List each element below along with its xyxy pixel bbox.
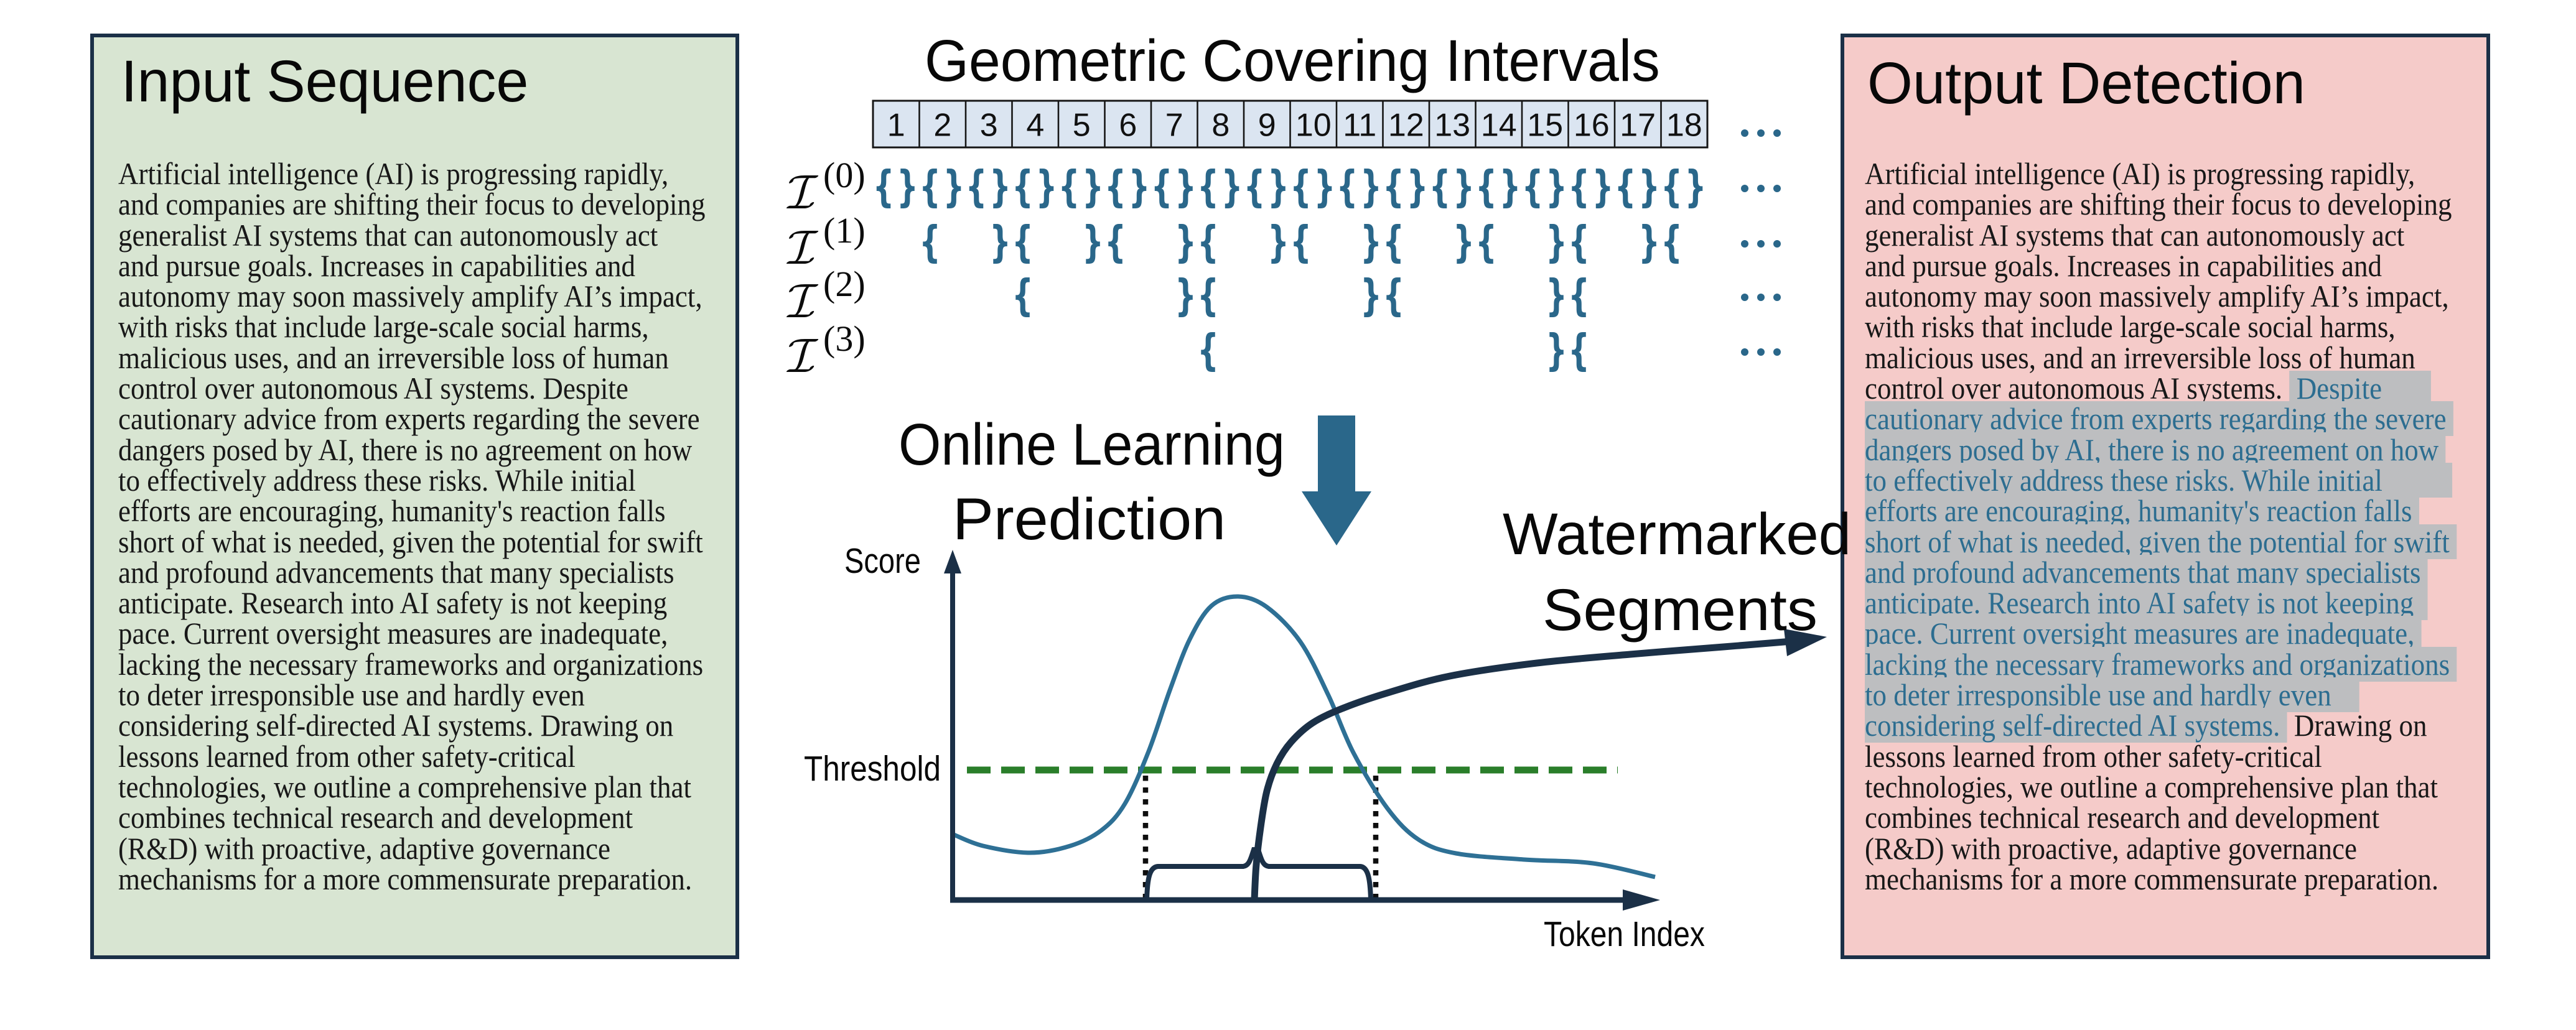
svg-text:3: 3 <box>980 108 998 144</box>
svg-text:7: 7 <box>1165 108 1183 144</box>
svg-text:14: 14 <box>1481 108 1517 144</box>
svg-text:16: 16 <box>1574 108 1610 144</box>
svg-text:2: 2 <box>933 108 951 144</box>
svg-text:4: 4 <box>1026 108 1044 144</box>
svg-text:(0): (0) <box>823 155 866 195</box>
svg-text:12: 12 <box>1388 108 1424 144</box>
svg-text:9: 9 <box>1258 108 1276 144</box>
svg-text:Online Learning: Online Learning <box>898 412 1285 478</box>
svg-text:1: 1 <box>887 108 905 144</box>
svg-text:Prediction: Prediction <box>953 486 1226 552</box>
svg-text:(2): (2) <box>823 264 866 304</box>
svg-text:6: 6 <box>1119 108 1137 144</box>
svg-text:Segments: Segments <box>1542 577 1818 643</box>
svg-text:8: 8 <box>1211 108 1230 144</box>
svg-text:18: 18 <box>1666 108 1702 144</box>
svg-text:15: 15 <box>1527 108 1563 144</box>
svg-text:17: 17 <box>1620 108 1656 144</box>
svg-text:(3): (3) <box>823 318 866 359</box>
svg-text:(1): (1) <box>823 210 866 251</box>
svg-text:10: 10 <box>1295 108 1332 144</box>
svg-text:Watermarked: Watermarked <box>1503 501 1851 568</box>
svg-text:Score: Score <box>844 542 921 581</box>
svg-text:Geometric Covering Intervals: Geometric Covering Intervals <box>925 27 1660 93</box>
svg-text:Token Index: Token Index <box>1544 914 1705 954</box>
svg-text:Input Sequence: Input Sequence <box>121 48 529 114</box>
svg-text:13: 13 <box>1434 108 1470 144</box>
svg-text:Output Detection: Output Detection <box>1867 50 2305 116</box>
svg-text:Threshold: Threshold <box>804 749 941 789</box>
svg-text:11: 11 <box>1343 108 1376 144</box>
svg-text:5: 5 <box>1073 108 1091 144</box>
